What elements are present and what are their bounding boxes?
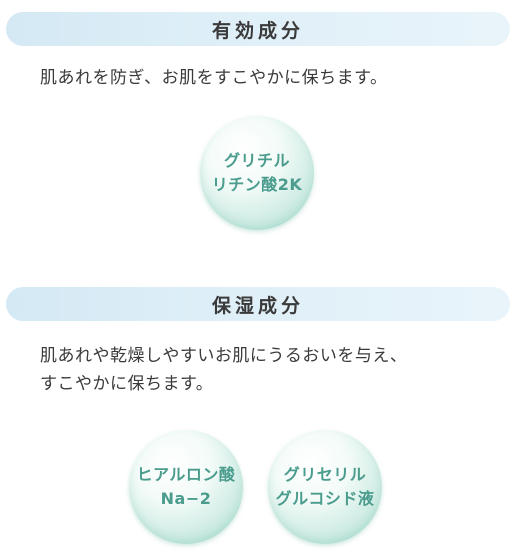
ingredient-badge-glyceryl-glucoside: グリセリル グルコシド液 bbox=[268, 430, 382, 544]
section-title: 有効成分 bbox=[211, 19, 304, 42]
description-line: 肌あれや乾燥しやすいお肌にうるおいを与え、 bbox=[40, 346, 408, 366]
ingredient-name-line1: ヒアルロン酸 bbox=[136, 465, 236, 484]
section-title: 保湿成分 bbox=[211, 294, 304, 317]
ingredient-badge-hyaluronate: ヒアルロン酸 Na−2 bbox=[129, 430, 243, 544]
section-header-moisturizing-ingredients: 保湿成分 bbox=[6, 287, 510, 321]
section-description: 肌あれや乾燥しやすいお肌にうるおいを与え、 すこやかに保ちます。 bbox=[40, 342, 500, 398]
description-line: すこやかに保ちます。 bbox=[40, 374, 214, 394]
ingredient-name-line1: グリチル bbox=[223, 151, 290, 170]
ingredient-badge-glycyrrhizinate: グリチル リチン酸2K bbox=[200, 116, 314, 230]
ingredient-name-line2: グルコシド液 bbox=[275, 489, 375, 508]
ingredient-name-line1: グリセリル bbox=[283, 465, 367, 484]
section-description: 肌あれを防ぎ、お肌をすこやかに保ちます。 bbox=[40, 64, 500, 92]
section-header-active-ingredient: 有効成分 bbox=[6, 12, 510, 46]
description-line: 肌あれを防ぎ、お肌をすこやかに保ちます。 bbox=[40, 68, 388, 88]
ingredient-name-line2: リチン酸2K bbox=[211, 175, 303, 194]
ingredient-name-line2: Na−2 bbox=[160, 489, 212, 508]
